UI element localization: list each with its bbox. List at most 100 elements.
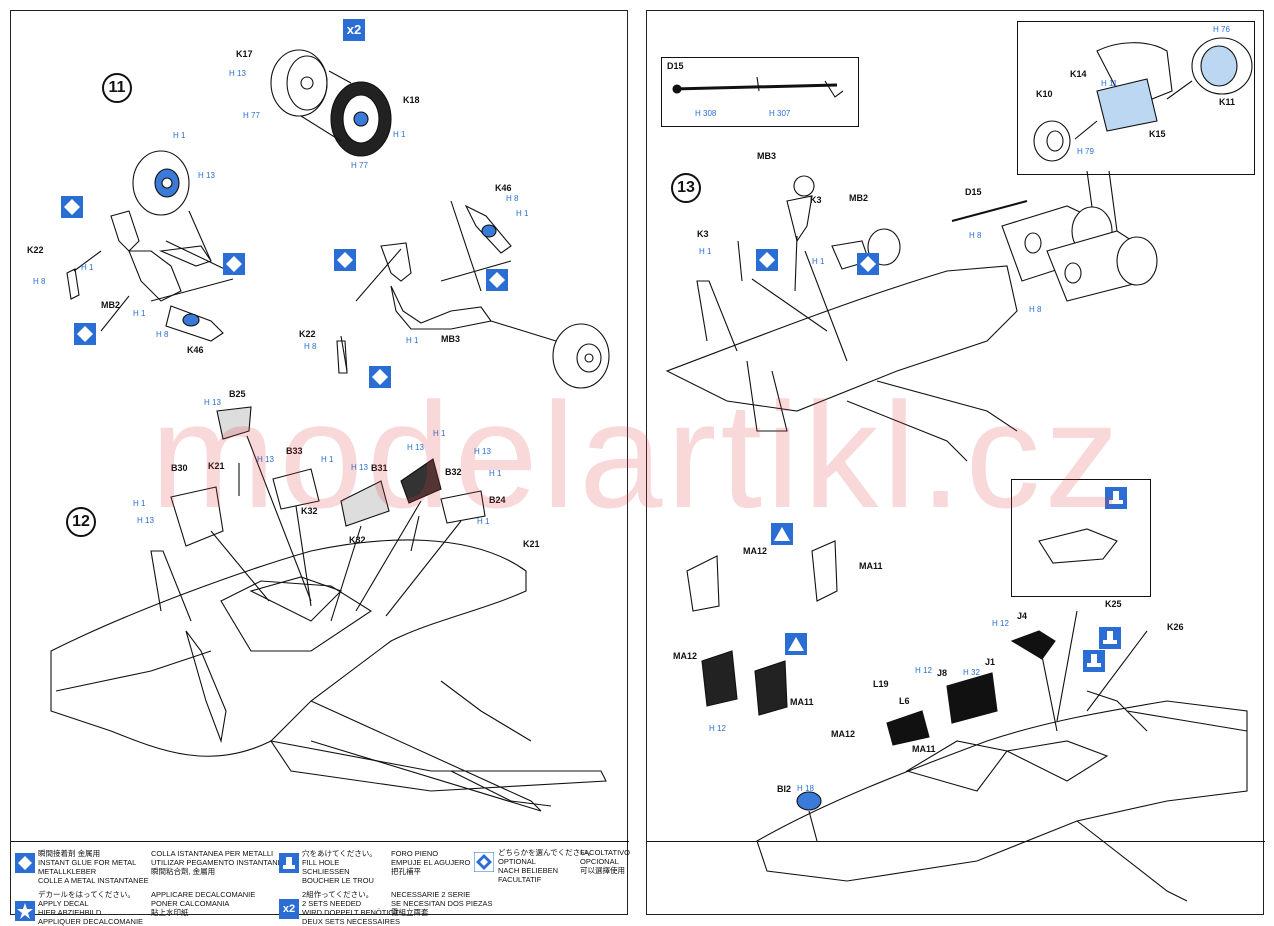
part-label: K3 — [810, 195, 822, 205]
part-label: BI2 — [777, 784, 792, 794]
part-label: K10 — [1036, 89, 1053, 99]
paint-ref: H 8 — [506, 194, 519, 203]
paint-ref: H 13 — [137, 516, 154, 525]
paint-ref: H 77 — [351, 161, 368, 170]
paint-ref: H 1 — [812, 257, 825, 266]
part-label: MA12 — [673, 651, 698, 661]
optional-icon — [334, 249, 356, 271]
two-sets-icon: x2 — [279, 899, 299, 919]
paint-ref: H 1 — [81, 263, 94, 272]
part-label: K22 — [299, 329, 316, 339]
optional-icon — [61, 196, 83, 218]
paint-ref: H 1 — [516, 209, 529, 218]
optional-icon — [74, 323, 96, 345]
hole-icon — [1083, 650, 1105, 672]
optional-legend-icon — [474, 852, 494, 872]
part-label: K18 — [403, 95, 420, 105]
paint-ref: H 76 — [1213, 25, 1230, 34]
d15-detail-box — [661, 57, 859, 127]
part-label: MB3 — [757, 151, 777, 161]
part-label: B33 — [286, 446, 303, 456]
part-label: MA12 — [743, 546, 768, 556]
hole-icon — [279, 853, 299, 873]
paint-ref: H 12 — [915, 666, 932, 675]
optional-icon — [756, 249, 778, 271]
paint-ref: H 1 — [321, 455, 334, 464]
optional-icon — [369, 366, 391, 388]
step-13-number: 13 — [671, 173, 701, 203]
part-label: K3 — [697, 229, 709, 239]
step-12-number: 12 — [66, 507, 96, 537]
optional-icon — [857, 253, 879, 275]
paint-ref: H 1 — [699, 247, 712, 256]
part-label: MA11 — [859, 561, 883, 571]
paint-ref: H 13 — [198, 171, 215, 180]
legend-divider — [11, 841, 629, 842]
paint-ref: H 308 — [695, 109, 717, 118]
paint-ref: H 8 — [33, 277, 46, 286]
paint-ref: H 12 — [709, 724, 726, 733]
part-label: B32 — [445, 467, 462, 477]
paint-ref: H 1 — [133, 499, 146, 508]
part-label: K46 — [187, 345, 204, 355]
part-label: B24 — [489, 495, 506, 505]
hole-icon — [1099, 627, 1121, 649]
paint-ref: H 77 — [243, 111, 260, 120]
part-label: B25 — [229, 389, 246, 399]
part-label: MB2 — [849, 193, 869, 203]
part-label: MA12 — [831, 729, 856, 739]
paint-ref: H 13 — [204, 398, 221, 407]
paint-ref: H 1 — [433, 429, 446, 438]
paint-ref: H 12 — [992, 619, 1009, 628]
paint-ref: H 11 — [1101, 79, 1118, 88]
paint-ref: H 307 — [769, 109, 791, 118]
step-11-number: 11 — [102, 73, 132, 103]
part-label: K46 — [495, 183, 512, 193]
part-label: J4 — [1017, 611, 1028, 621]
paint-ref: H 8 — [969, 231, 982, 240]
part-label: D15 — [667, 61, 684, 71]
part-label: K32 — [301, 506, 318, 516]
paint-ref: H 1 — [133, 309, 146, 318]
legend-divider — [647, 841, 1265, 842]
legend-decal: デカールをはってください。APPLY DECAL HIER ABZIEHBILD… — [38, 890, 144, 926]
part-label: K11 — [1219, 97, 1236, 107]
paint-ref: H 13 — [351, 463, 368, 472]
paint-ref: H 13 — [474, 447, 491, 456]
paint-ref: H 8 — [156, 330, 169, 339]
paint-ref: H 1 — [477, 517, 490, 526]
part-label: K21 — [208, 461, 225, 471]
part-label: MA11 — [790, 697, 814, 707]
part-label: MB2 — [101, 300, 121, 310]
hole-icon — [1105, 487, 1127, 509]
paint-ref: H 1 — [406, 336, 419, 345]
optional-icon — [223, 253, 245, 275]
part-label: K21 — [523, 539, 540, 549]
paint-ref: H 1 — [393, 130, 406, 139]
part-label: K14 — [1070, 69, 1087, 79]
paint-ref: H 32 — [963, 668, 980, 677]
paint-ref: H 13 — [407, 443, 424, 452]
part-label: L6 — [899, 696, 910, 706]
paint-ref: H 8 — [304, 342, 317, 351]
part-label: J1 — [985, 657, 996, 667]
decal-icon — [15, 901, 35, 921]
paint-ref: H 8 — [1029, 305, 1042, 314]
part-label: B30 — [171, 463, 188, 473]
paint-ref: H 13 — [257, 455, 274, 464]
right-line-art — [665, 37, 1253, 902]
part-label: J8 — [937, 668, 948, 678]
left-line-art — [50, 49, 610, 812]
paint-ref: H 79 — [1077, 147, 1094, 156]
legend-twosets: 2組作ってください。2 SETS NEEDED WIRD DOPPELT BEN… — [302, 890, 400, 926]
paint-ref: H 1 — [173, 131, 186, 140]
decal-icon — [785, 633, 807, 655]
paint-ref: H 18 — [797, 784, 814, 793]
